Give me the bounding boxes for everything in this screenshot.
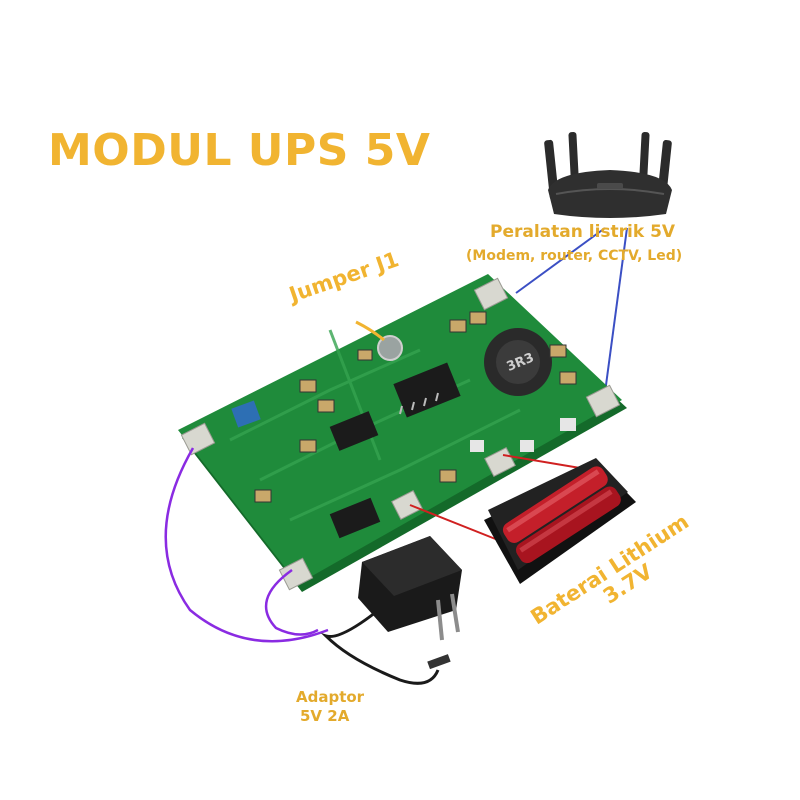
adaptor-label-line1: Adaptor bbox=[296, 688, 365, 706]
battery-holder-image bbox=[484, 458, 636, 584]
page-title: MODUL UPS 5V bbox=[48, 125, 431, 176]
device-wires bbox=[515, 227, 628, 401]
adaptor-label-line2: 5V 2A bbox=[300, 706, 350, 725]
jumper-pointer bbox=[355, 320, 385, 342]
adaptor-label: Adaptor 5V 2A bbox=[296, 688, 364, 726]
device-label: Peralatan listrik 5V bbox=[490, 222, 676, 242]
device-sublabel: (Modem, router, CCTV, Led) bbox=[466, 248, 683, 264]
adaptor-image bbox=[320, 536, 462, 685]
pcb-board: 3R3 bbox=[178, 274, 627, 592]
adaptor-wire bbox=[164, 447, 329, 643]
router-image bbox=[544, 131, 672, 218]
